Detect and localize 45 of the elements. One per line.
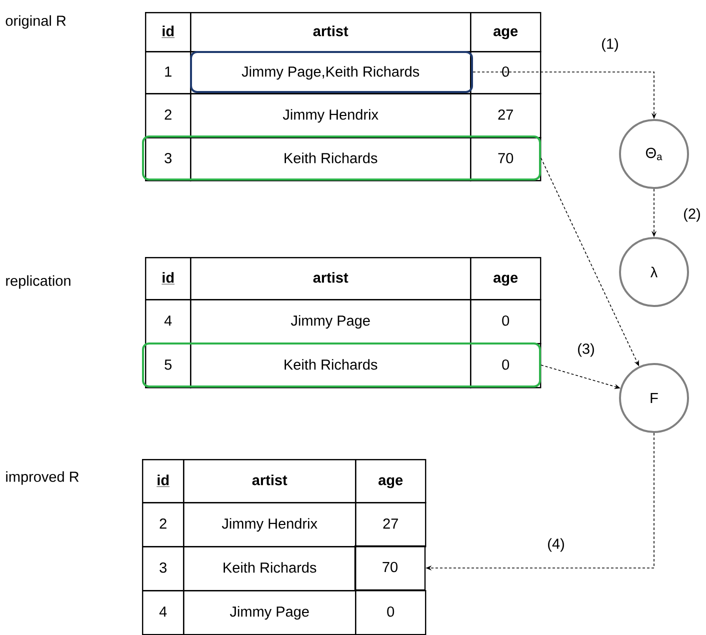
edge-label: (4) — [546, 537, 566, 553]
header-cell: id — [145, 257, 192, 300]
table-cell: 2 — [145, 93, 192, 138]
table-cell: 0 — [355, 590, 426, 635]
header-cell: artist — [190, 257, 472, 300]
edge-label: (3) — [576, 342, 596, 358]
table-cell: 70 — [354, 545, 426, 591]
table-cell: 70 — [470, 137, 542, 182]
table-cell: 27 — [355, 502, 426, 548]
table-cell: Keith Richards — [190, 343, 472, 388]
header-cell: id — [142, 459, 184, 504]
table-cell: 3 — [145, 137, 192, 182]
table-cell: 5 — [145, 343, 192, 388]
table-cell: 0 — [470, 51, 542, 94]
header-cell: age — [355, 459, 426, 504]
table-cell: Keith Richards — [183, 546, 356, 592]
highlight-box — [142, 136, 541, 180]
header-cell: artist — [183, 459, 356, 504]
table-cell: Keith Richards — [190, 137, 472, 182]
edge-label: (1) — [600, 37, 620, 53]
table-cell: 27 — [470, 93, 542, 138]
table-cell: 1 — [145, 51, 192, 94]
table-cell: Jimmy Page,Keith Richards — [190, 51, 472, 94]
table-title: replication — [6, 275, 70, 289]
table-cell: 4 — [145, 299, 192, 344]
table-cell: 0 — [470, 343, 542, 388]
table-cell: Jimmy Page — [183, 590, 356, 635]
table-cell: Jimmy Hendrix — [183, 502, 356, 548]
table-cell: Jimmy Hendrix — [190, 93, 472, 138]
table-title: improved R — [6, 471, 79, 485]
edge-label: (2) — [682, 207, 702, 223]
header-cell: age — [470, 12, 542, 52]
table-cell: 2 — [142, 502, 184, 548]
table-cell: 0 — [470, 299, 542, 344]
header-cell: artist — [190, 12, 472, 52]
table-cell: Jimmy Page — [190, 299, 472, 344]
circle-node: Θ$_{a}$ — [619, 119, 689, 189]
header-cell: age — [470, 257, 542, 300]
table-title: original R — [6, 15, 66, 29]
header-cell: id — [145, 12, 192, 52]
circle-node: F — [619, 363, 689, 433]
circle-node: λ — [619, 237, 689, 307]
table-cell: 4 — [142, 590, 184, 635]
table-cell: 3 — [142, 546, 184, 592]
highlight-box — [142, 342, 541, 388]
